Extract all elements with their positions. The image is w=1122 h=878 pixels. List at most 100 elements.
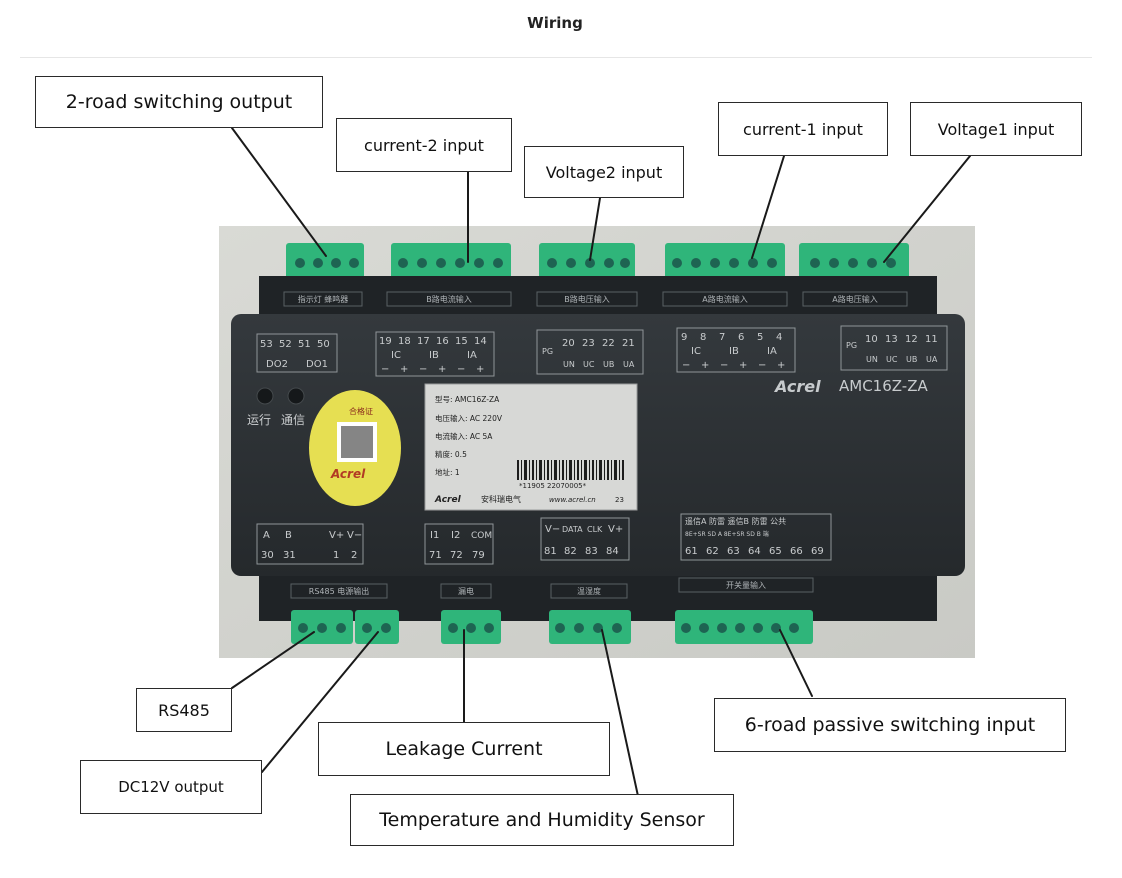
ib-num: 18 xyxy=(398,336,411,347)
bottom-label-strip: RS485 电源输出 漏电 温湿度 开关量输入 xyxy=(290,577,814,599)
device-model: AMC16Z-ZA xyxy=(839,377,928,395)
ua-name: UA xyxy=(926,355,938,364)
led-comm-label: 通信 xyxy=(281,413,305,427)
th-name: V− xyxy=(545,524,560,535)
qc-seal: 合格证 Acrel xyxy=(309,390,401,506)
nameplate-line: 型号: AMC16Z-ZA xyxy=(435,395,500,404)
top-terminals xyxy=(286,243,909,279)
ua-pg: PG xyxy=(846,341,857,350)
label-rs485-power: RS485 电源输出 xyxy=(309,586,369,596)
terminal-block-current1 xyxy=(665,243,785,279)
rs-name: V− xyxy=(347,530,362,541)
polarity: + xyxy=(400,364,408,375)
rs-num: 2 xyxy=(351,550,357,561)
do-num: 51 xyxy=(298,339,311,350)
leader-current1 xyxy=(751,155,785,259)
barcode xyxy=(517,460,624,480)
led-comm xyxy=(287,387,305,405)
polarity: + xyxy=(701,360,709,371)
ub-name: UA xyxy=(623,360,635,369)
label-lamp-buzzer: 指示灯 蜂鸣器 xyxy=(298,294,349,304)
nameplate-line: 电流输入: AC 5A xyxy=(435,431,493,441)
rs-num: 30 xyxy=(261,550,274,561)
nameplate-company: 安科瑞电气 xyxy=(481,494,521,504)
sw-num: 66 xyxy=(790,546,803,557)
sw-sub-label: 8E+SR SD A 8E+SR SD B 端 xyxy=(685,530,769,538)
ub-name: UN xyxy=(563,360,575,369)
ib-num: 17 xyxy=(417,336,430,347)
callout-text: 6-road passive switching input xyxy=(744,714,1036,736)
ia-name: IC xyxy=(691,346,701,357)
ub-num: 22 xyxy=(602,338,615,349)
ia-num: 8 xyxy=(700,332,706,343)
sw-group-label: 遥信A 防雷 遥信B 防雷 公共 xyxy=(685,516,786,526)
callout-text: Temperature and Humidity Sensor xyxy=(379,809,705,831)
ub-num: 23 xyxy=(582,338,595,349)
ib-num: 19 xyxy=(379,336,392,347)
leader-passive-in xyxy=(779,629,813,697)
ia-num: 5 xyxy=(757,332,763,343)
polarity: − xyxy=(457,364,465,375)
th-num: 81 xyxy=(544,546,557,557)
callout-current2-input: current-2 input xyxy=(336,118,512,172)
label-a-voltage: A路电压输入 xyxy=(832,294,877,304)
callout-text: current-2 input xyxy=(364,135,484,155)
rs-group: A B V+ V− 30 31 1 2 xyxy=(256,523,364,565)
lk-num: 72 xyxy=(450,550,463,561)
ub-num: 20 xyxy=(562,338,575,349)
nameplate-serial: *11905 22070005* xyxy=(519,482,587,490)
callout-voltage2-input: Voltage2 input xyxy=(524,146,684,198)
label-b-current: B路电流输入 xyxy=(426,294,472,304)
do-group: 53 52 51 50 DO2 DO1 xyxy=(256,333,338,373)
callout-temperature-humidity-sensor: Temperature and Humidity Sensor xyxy=(350,794,734,846)
nameplate-line: 精度: 0.5 xyxy=(435,449,467,459)
do-name: DO1 xyxy=(306,359,328,370)
sw-num: 63 xyxy=(727,546,740,557)
ia-num: 4 xyxy=(776,332,782,343)
callout-leakage-current: Leakage Current xyxy=(318,722,610,776)
sw-num: 65 xyxy=(769,546,782,557)
ua-num: 13 xyxy=(885,334,898,345)
th-group: V− DATA CLK V+ 81 82 83 84 xyxy=(540,517,630,561)
callout-current1-input: current-1 input xyxy=(718,102,888,156)
callout-rs485: RS485 xyxy=(136,688,232,732)
th-num: 84 xyxy=(606,546,619,557)
leader-temp-hum xyxy=(601,629,639,797)
th-num: 83 xyxy=(585,546,598,557)
callout-text: 2-road switching output xyxy=(65,91,293,113)
nameplate-brand: Acrel xyxy=(434,495,462,505)
leader-dc12v xyxy=(261,631,379,773)
device-brand: Acrel xyxy=(773,377,821,396)
lk-name: I1 xyxy=(430,530,439,541)
ua-num: 10 xyxy=(865,334,878,345)
leader-voltage2 xyxy=(589,197,601,261)
sw-num: 61 xyxy=(685,546,698,557)
ub-num: 21 xyxy=(622,338,635,349)
ua-name: UC xyxy=(886,355,898,364)
upper-terminal-markings: 53 52 51 50 DO2 DO1 19 18 17 16 15 14 IC… xyxy=(256,325,948,377)
page-title: Wiring xyxy=(527,14,583,32)
label-switch-in: 开关量输入 xyxy=(726,580,766,590)
label-a-current: A路电流输入 xyxy=(702,294,747,304)
ib-num: 16 xyxy=(436,336,449,347)
nameplate: 型号: AMC16Z-ZA 电压输入: AC 220V 电流输入: AC 5A … xyxy=(424,383,638,511)
polarity: − xyxy=(758,360,766,371)
do-name: DO2 xyxy=(266,359,288,370)
callout-switching-output: 2-road switching output xyxy=(35,76,323,128)
rs-name: B xyxy=(285,530,292,541)
ib-group: 19 18 17 16 15 14 IC IB IA − + − + − + xyxy=(375,331,495,377)
ia-group: 9 8 7 6 5 4 IC IB IA − + − + − + xyxy=(676,327,796,373)
callout-text: DC12V output xyxy=(118,778,224,796)
th-num: 82 xyxy=(564,546,577,557)
th-name: CLK xyxy=(587,525,603,534)
rs-num: 1 xyxy=(333,550,339,561)
bottom-terminals xyxy=(291,610,813,644)
callout-text: Leakage Current xyxy=(385,738,543,760)
ub-group: PG 20 23 22 21 UN UC UB UA xyxy=(536,329,644,375)
seal-top: 合格证 xyxy=(349,406,373,416)
ib-name: IC xyxy=(391,350,401,361)
callout-text: Voltage2 input xyxy=(545,162,663,182)
title-divider xyxy=(20,57,1092,58)
nameplate-line: 地址: 1 xyxy=(435,467,460,477)
